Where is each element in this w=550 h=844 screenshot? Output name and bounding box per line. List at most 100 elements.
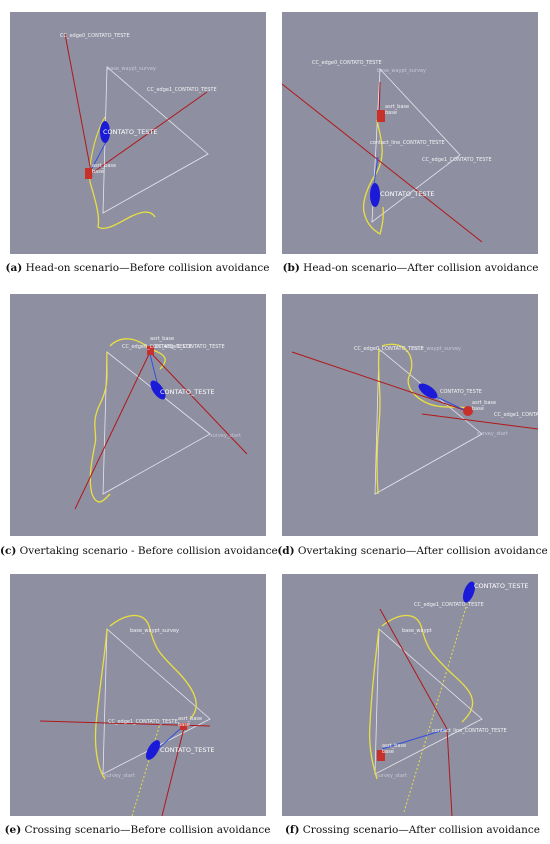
label-contato: CONTATO_TESTE — [103, 128, 158, 136]
label-base: base — [382, 749, 394, 755]
panel-b-head-on-after: CC_edge0_CONTATO_TESTE base_waypt_survey… — [282, 12, 538, 254]
label-survey-start: survey_start — [210, 433, 241, 439]
label-asrt-base: asrt_base — [178, 716, 202, 722]
caption-e-text: Crossing scenario—Before collision avoid… — [21, 824, 271, 836]
caption-d: (d) Overtaking scenario—After collision … — [275, 545, 550, 557]
label-base: base — [92, 169, 104, 175]
own-ship — [147, 346, 154, 355]
panel-d-overtaking-after: CC_edge0_CONTATO_TESTE base_waypt_survey… — [282, 294, 538, 536]
own-track — [94, 614, 197, 780]
own-track — [89, 181, 156, 229]
own-ship — [85, 168, 92, 179]
label-contato: CONTATO_TESTE — [160, 746, 215, 754]
own-track — [89, 338, 166, 503]
own-ship — [377, 110, 385, 122]
caption-c-text: Overtaking scenario - Before collision a… — [16, 545, 278, 557]
own-track — [368, 614, 474, 780]
label-cc-edge0: CC_edge0_CONTATO_TESTE — [122, 344, 192, 350]
survey-triangle — [374, 348, 483, 495]
contact-ship — [100, 121, 110, 143]
label-base: base — [178, 722, 190, 728]
own-ship — [377, 750, 385, 761]
cc-edge0-line — [282, 83, 483, 243]
survey-triangle — [102, 351, 211, 495]
label-asrt-base: asrt_base — [92, 163, 116, 169]
caption-b: (b) Head-on scenario—After collision avo… — [273, 262, 548, 274]
label-survey-start: survey_start — [104, 773, 135, 779]
caption-e: (e) Crossing scenario—Before collision a… — [0, 824, 275, 836]
label-contato: CONTATO_TESTE — [160, 388, 215, 396]
cc-edge1-line — [87, 91, 208, 177]
cc-edge0-line — [64, 33, 93, 178]
label-asrt-base: asrt_base — [382, 743, 406, 749]
scene-a: CC_edge0_CONTATO_TESTE base_waypt_survey… — [60, 33, 217, 229]
contact-line — [157, 728, 181, 750]
contact-line — [89, 139, 108, 173]
cc-edge0-line — [291, 351, 468, 412]
label-base-waypt-survey: base_waypt_survey — [107, 66, 156, 72]
label-cc-line: contact_line_CONTATO_TESTE — [432, 728, 507, 734]
own-ship — [180, 723, 187, 730]
scene-d: CC_edge0_CONTATO_TESTE base_waypt_survey… — [291, 343, 538, 495]
label-cc-edge1: CC_edge1_CONTATO_TESTE — [414, 602, 484, 608]
caption-c-letter: (c) — [0, 545, 17, 557]
label-base-waypt-survey: base_waypt_survey — [412, 346, 461, 352]
label-contato: CONTATO_TESTE — [380, 190, 435, 198]
panel-a-head-on-before: CC_edge0_CONTATO_TESTE base_waypt_survey… — [10, 12, 266, 254]
label-base: base — [385, 110, 397, 116]
panel-e-crossing-before: base_waypt_survey CC_edge1_CONTATO_TESTE… — [10, 574, 266, 816]
contact-ship — [370, 183, 380, 207]
caption-e-letter: (e) — [4, 824, 22, 836]
label-asrt-base: asrt_base — [385, 104, 409, 110]
cc-edge1-line — [421, 413, 538, 430]
own-ship — [463, 406, 473, 416]
label-cc-edge1: CC_edge1_CONTATO_TESTE — [494, 412, 538, 418]
label-contato: CONTATO_TESTE — [440, 389, 482, 395]
contact-line — [381, 728, 448, 750]
panel-c-overtaking-before: CC_edge0_CONTATO_TESTE CC_edge1_CONTATO_… — [10, 294, 266, 536]
label-cc-line: contact_line_CONTATO_TESTE — [370, 140, 445, 146]
caption-b-text: Head-on scenario—After collision avoidan… — [299, 262, 539, 274]
label-survey-start: survey_start — [376, 773, 407, 779]
label-base-waypt-survey: base_waypt_survey — [377, 68, 426, 74]
label-cc-edge1: CC_edge1_CONTATO_TESTE — [147, 87, 217, 93]
cc-edge0-line — [161, 723, 186, 816]
contact-ship — [150, 380, 166, 400]
caption-a: (a) Head-on scenario—Before collision av… — [0, 262, 275, 274]
scene-f: CONTATO_TESTE CC_edge1_CONTATO_TESTE bas… — [368, 581, 529, 816]
cc-edge0-line — [379, 608, 448, 730]
contact-line — [149, 353, 159, 387]
label-asrt-base: asrt_base — [150, 336, 174, 342]
label-survey-start: survey_start — [477, 431, 508, 437]
caption-f-letter: (f) — [284, 824, 300, 836]
survey-triangle — [371, 68, 461, 223]
label-cc-edge1: CC_edge1_CONTATO_TESTE — [155, 344, 225, 350]
caption-d-text: Overtaking scenario—After collision avoi… — [294, 545, 548, 557]
caption-f-text: Crossing scenario—After collision avoida… — [299, 824, 541, 836]
caption-d-letter: (d) — [277, 545, 295, 557]
panel-f-crossing-after: CONTATO_TESTE CC_edge1_CONTATO_TESTE bas… — [282, 574, 538, 816]
caption-a-text: Head-on scenario—Before collision avoida… — [22, 262, 270, 274]
label-cc-edge1: CC_edge1_CONTATO_TESTE — [422, 157, 492, 163]
scene-c: CC_edge0_CONTATO_TESTE CC_edge1_CONTATO_… — [74, 336, 248, 510]
contact-ship — [146, 740, 160, 760]
contact-ship — [418, 383, 438, 399]
label-cc-edge0: CC_edge0_CONTATO_TESTE — [60, 33, 130, 39]
label-base-waypt-survey: base_waypt_survey — [130, 628, 179, 634]
cc-edge1-line — [446, 728, 453, 816]
caption-b-letter: (b) — [282, 262, 300, 274]
label-cc-edge0: CC_edge0_CONTATO_TESTE — [354, 346, 424, 352]
label-base: base — [472, 406, 484, 412]
caption-c: (c) Overtaking scenario - Before collisi… — [0, 545, 278, 557]
contact-track — [131, 723, 161, 816]
cc-edge1-line — [149, 351, 248, 455]
scene-b: CC_edge0_CONTATO_TESTE base_waypt_survey… — [282, 60, 492, 243]
label-cc-edge1: CC_edge1_CONTATO_TESTE — [108, 719, 178, 725]
label-asrt-base: asrt_base — [472, 400, 496, 406]
contact-ship — [462, 581, 476, 603]
cc-edge0-line — [74, 351, 151, 510]
caption-f: (f) Crossing scenario—After collision av… — [275, 824, 550, 836]
label-cc-edge0: CC_edge0_CONTATO_TESTE — [312, 60, 382, 66]
scene-e: base_waypt_survey CC_edge1_CONTATO_TESTE… — [39, 614, 215, 816]
label-contato: CONTATO_TESTE — [474, 582, 529, 590]
